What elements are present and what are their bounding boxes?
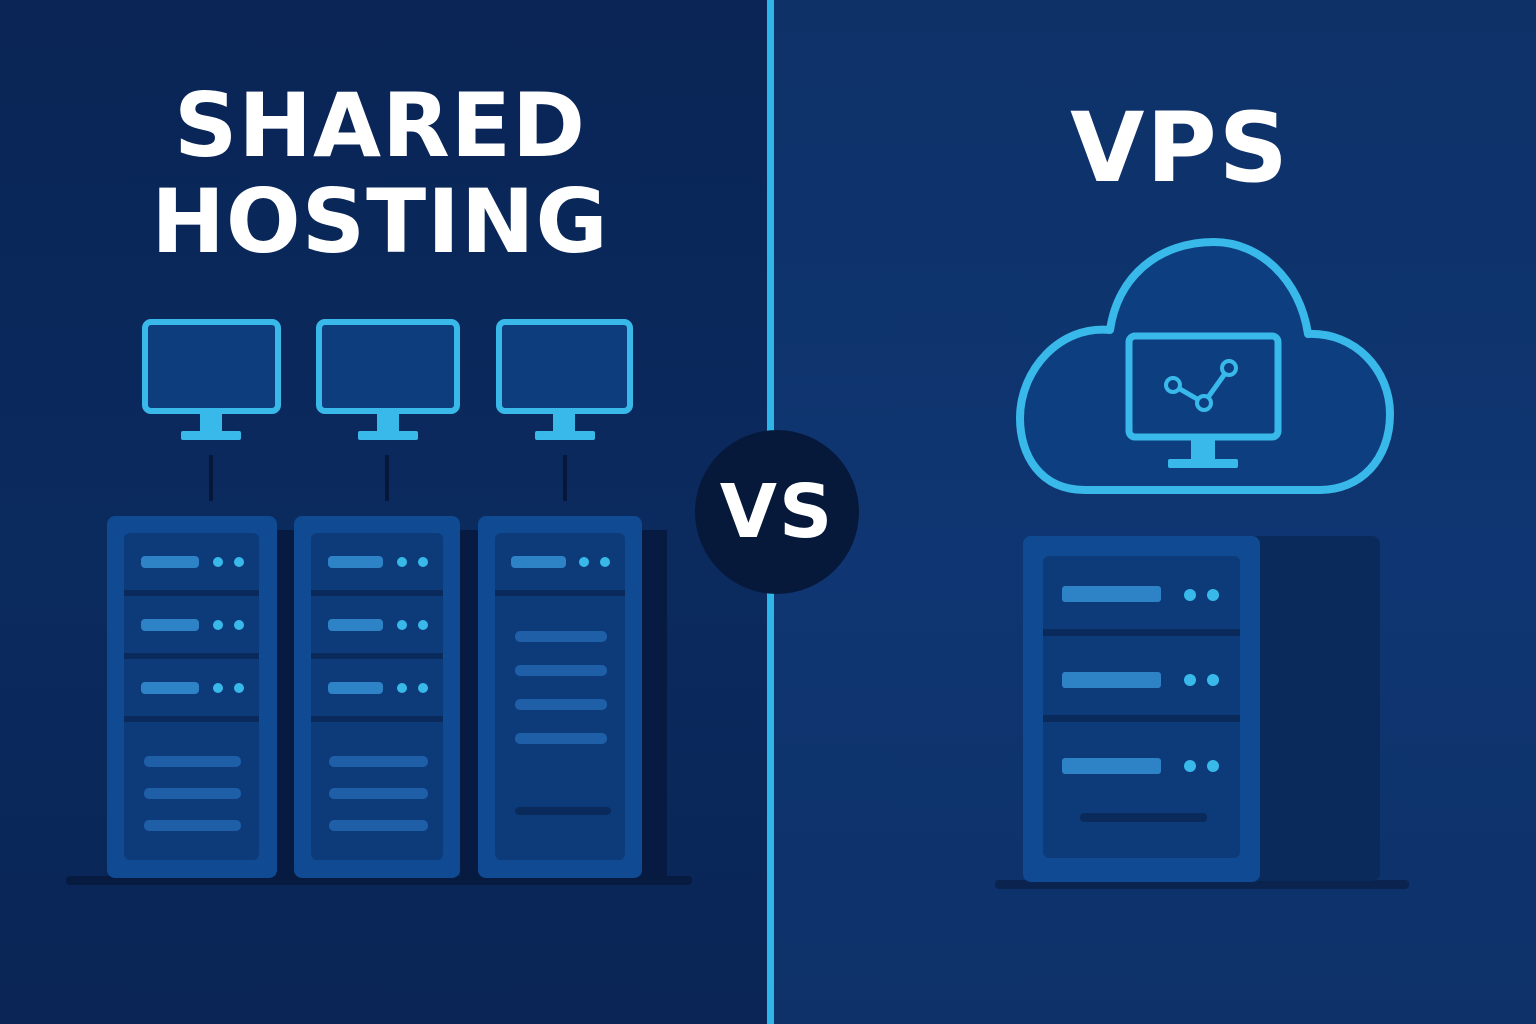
floor-shadow bbox=[66, 876, 692, 885]
server-rack-icon bbox=[1023, 536, 1380, 882]
floor-shadow bbox=[995, 880, 1409, 889]
title-line-2: HOSTING bbox=[151, 170, 609, 273]
server-rack-icon bbox=[478, 516, 667, 878]
server-rack-icon bbox=[107, 516, 302, 878]
chart-node-icon bbox=[1164, 359, 1238, 412]
vs-label: VS bbox=[719, 469, 835, 555]
monitor-icon bbox=[142, 319, 281, 501]
server-rack-icon bbox=[294, 516, 486, 878]
monitor-icon bbox=[316, 319, 460, 501]
monitor-icon bbox=[496, 319, 633, 501]
vps-title: VPS bbox=[1070, 92, 1290, 204]
title-line-1: SHARED bbox=[173, 74, 587, 177]
shared-hosting-title: SHARED HOSTING bbox=[100, 78, 660, 270]
vs-badge: VS bbox=[695, 430, 859, 594]
monitor-icon bbox=[1125, 332, 1282, 468]
